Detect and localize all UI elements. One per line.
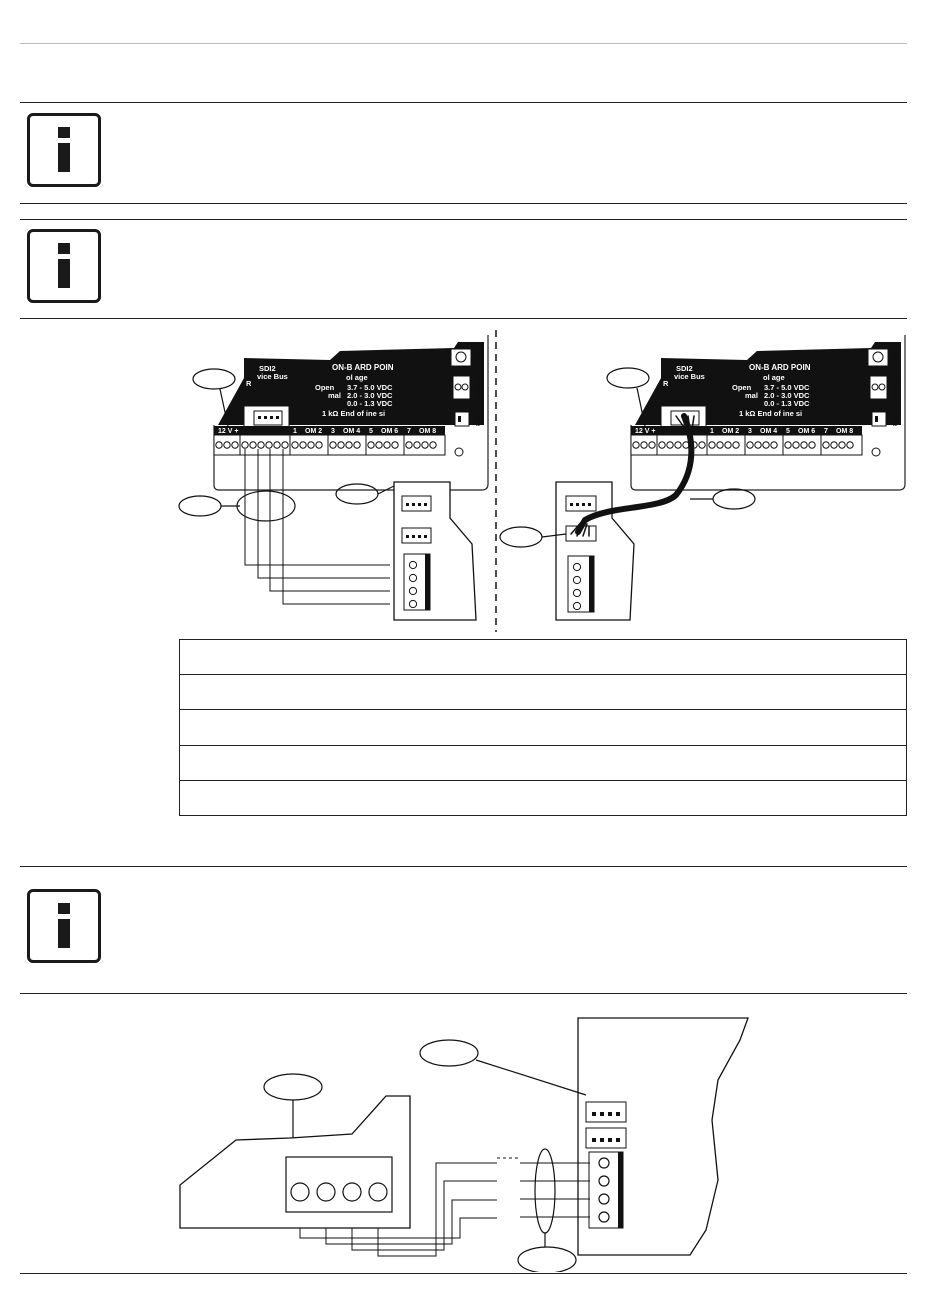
- table-row: [179, 709, 907, 746]
- terminal-label: 7: [824, 428, 828, 435]
- table-cell: [179, 744, 907, 781]
- table-row: [179, 674, 907, 711]
- normal-label: mal: [328, 391, 341, 400]
- table-cell: [179, 638, 907, 676]
- callout-bubble: [192, 368, 236, 390]
- control-board-left: SDI2 vice Bus R ON-B ARD POIN ol age Ope…: [213, 335, 489, 491]
- info-icon: [27, 889, 101, 963]
- header-rule: [20, 43, 907, 44]
- normal-label: mal: [745, 391, 758, 400]
- terminal-label: 3: [331, 428, 335, 435]
- expansion-module-left: [393, 481, 477, 621]
- sdi2-label: SDI2: [676, 364, 693, 373]
- callout-bubble: [419, 1039, 479, 1067]
- notice-3-top-rule: [20, 866, 907, 867]
- r-label: R: [663, 379, 669, 388]
- reset-label: RESET: [891, 347, 897, 364]
- v-short: 0.0 - 1.3 VDC: [764, 399, 810, 408]
- table-row: [179, 779, 907, 817]
- tamper-label: TMPR: [891, 412, 897, 427]
- v-open: 3.7 - 5.0 VDC: [764, 383, 810, 392]
- notice-3-bottom-rule: [20, 993, 907, 994]
- open-label: Open: [315, 383, 335, 392]
- callout-bubble: [178, 495, 222, 517]
- output-label: C OUTPUT: [891, 374, 897, 400]
- bus-label: vice Bus: [674, 372, 705, 381]
- v-short: 0.0 - 1.3 VDC: [347, 399, 393, 408]
- board-heading: ON-B ARD POIN: [749, 363, 811, 372]
- interconnect-cable: [570, 413, 695, 537]
- callout-bubble: [517, 1246, 577, 1272]
- terminal-label: 12 V +: [635, 428, 655, 435]
- output-label: C OUTPUT: [474, 374, 480, 400]
- sdi2-label: SDI2: [259, 364, 276, 373]
- table-row: [179, 744, 907, 781]
- terminal-label: 12 V +: [218, 428, 238, 435]
- open-label: Open: [732, 383, 752, 392]
- terminal-table: [179, 638, 907, 817]
- wire-bundle-ellipse: [534, 1148, 556, 1234]
- control-board-right: SDI2 vice Bus R ON-B ARD POIN ol age Ope…: [630, 335, 906, 491]
- eol-label: 1 kΩ End of ine si: [739, 409, 802, 418]
- terminal-label: OM 4: [343, 428, 360, 435]
- wiring-diagram: SDI2 vice Bus R ON-B ARD POIN ol age Ope…: [178, 330, 906, 632]
- table-cell: [179, 709, 907, 746]
- v-normal: 2.0 - 3.0 VDC: [347, 391, 393, 400]
- table-cell: [179, 779, 907, 817]
- external-device: [179, 1095, 411, 1229]
- callout-bubble: [335, 483, 379, 505]
- terminal-label: OM 6: [381, 428, 398, 435]
- terminal-label: OM 8: [836, 428, 853, 435]
- voltage-label: ol age: [763, 373, 785, 382]
- table-row: [179, 638, 907, 676]
- callout-bubble: [606, 367, 650, 389]
- reset-label: RESET: [474, 347, 480, 364]
- terminal-label: 1: [710, 428, 714, 435]
- terminal-label: OM 8: [419, 428, 436, 435]
- info-icon: [27, 229, 101, 303]
- device-wiring-diagram: [179, 1017, 749, 1272]
- terminal-label: 1: [293, 428, 297, 435]
- wire-bundle-ellipse: [236, 490, 296, 522]
- notice-1-bottom-rule: [20, 203, 907, 204]
- footer-rule: [20, 1273, 907, 1274]
- callout-bubble: [499, 526, 543, 548]
- terminal-label: 5: [369, 428, 373, 435]
- terminal-label: OM 6: [798, 428, 815, 435]
- tamper-label: TMPR: [474, 412, 480, 427]
- bus-label: vice Bus: [257, 372, 288, 381]
- terminal-label: OM 4: [760, 428, 777, 435]
- table-cell: [179, 674, 907, 711]
- board-heading: ON-B ARD POIN: [332, 363, 394, 372]
- notice-1-top-rule: [20, 102, 907, 103]
- r-label: R: [246, 379, 252, 388]
- terminal-label: 3: [748, 428, 752, 435]
- expansion-module-bottom: [577, 1017, 749, 1256]
- eol-label: 1 kΩ End of ine si: [322, 409, 385, 418]
- terminal-label: OM 2: [722, 428, 739, 435]
- v-open: 3.7 - 5.0 VDC: [347, 383, 393, 392]
- notice-2-bottom-rule: [20, 318, 907, 319]
- terminal-label: 7: [407, 428, 411, 435]
- callout-bubble: [263, 1073, 323, 1101]
- voltage-label: ol age: [346, 373, 368, 382]
- terminal-label: OM 2: [305, 428, 322, 435]
- expansion-module-right: [555, 481, 635, 621]
- v-normal: 2.0 - 3.0 VDC: [764, 391, 810, 400]
- callout-bubble: [712, 488, 756, 510]
- notice-2-top-rule: [20, 219, 907, 220]
- terminal-label: 5: [786, 428, 790, 435]
- info-icon: [27, 113, 101, 187]
